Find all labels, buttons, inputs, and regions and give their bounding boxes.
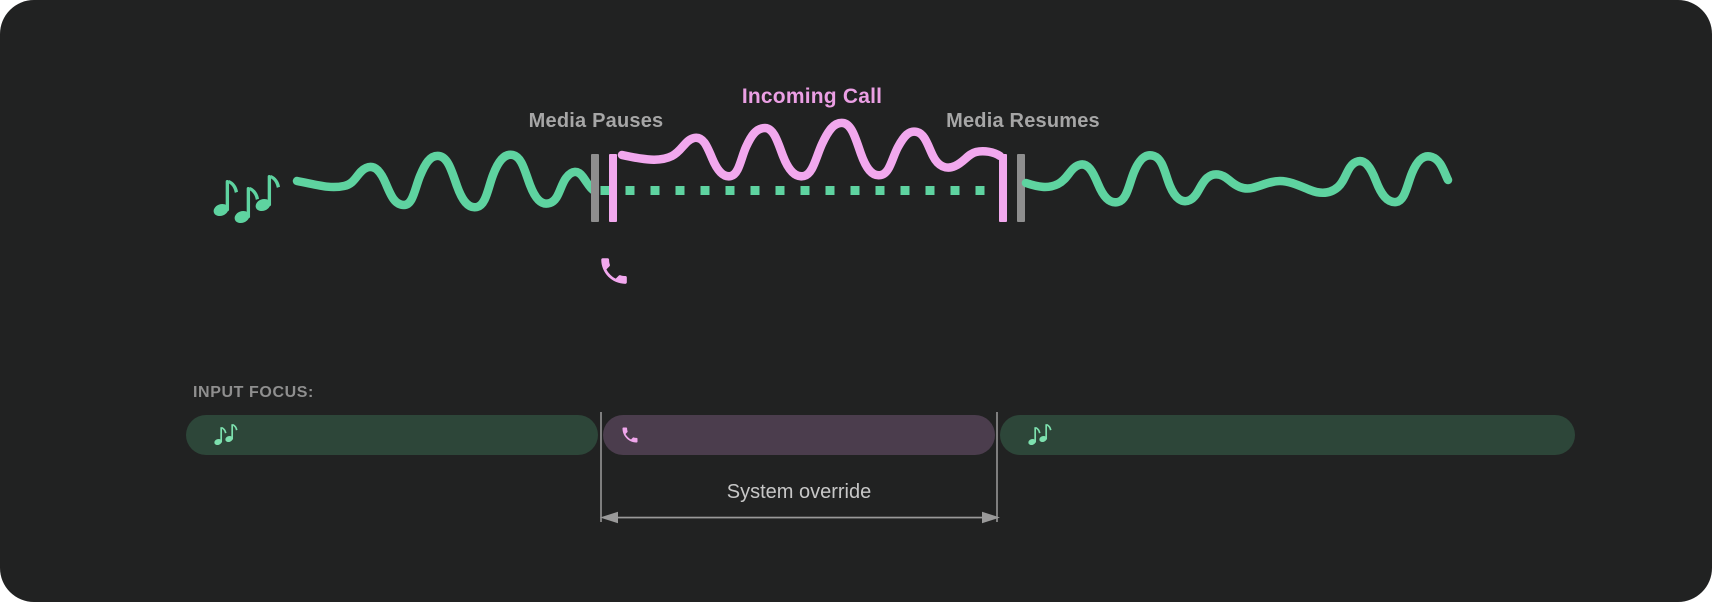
waveform-diagram bbox=[211, 118, 1453, 284]
override-guide-left bbox=[600, 412, 602, 522]
focus-segment-media-2 bbox=[1000, 415, 1575, 455]
focus-segment-call bbox=[603, 415, 995, 455]
music-notes-icon bbox=[1027, 424, 1052, 447]
media-resumes-label: Media Resumes bbox=[946, 110, 1100, 132]
system-override-label: System override bbox=[726, 481, 872, 503]
phone-icon bbox=[601, 258, 627, 284]
call-wave bbox=[617, 118, 1005, 181]
media-pauses-label: Media Pauses bbox=[528, 110, 664, 132]
system-override-arrow bbox=[600, 511, 1000, 524]
override-guide-right bbox=[996, 412, 998, 522]
music-notes-icon bbox=[211, 175, 281, 226]
input-focus-heading: INPUT FOCUS: bbox=[193, 384, 314, 401]
phone-icon bbox=[622, 427, 638, 443]
focus-segment-media-1 bbox=[186, 415, 598, 455]
resume-bars-icon bbox=[999, 154, 1025, 222]
incoming-call-label: Incoming Call bbox=[741, 85, 883, 108]
pause-bars-icon bbox=[591, 154, 617, 222]
music-notes-icon bbox=[213, 424, 238, 447]
media-wave-after bbox=[1021, 151, 1453, 207]
media-wave-before bbox=[292, 150, 598, 212]
